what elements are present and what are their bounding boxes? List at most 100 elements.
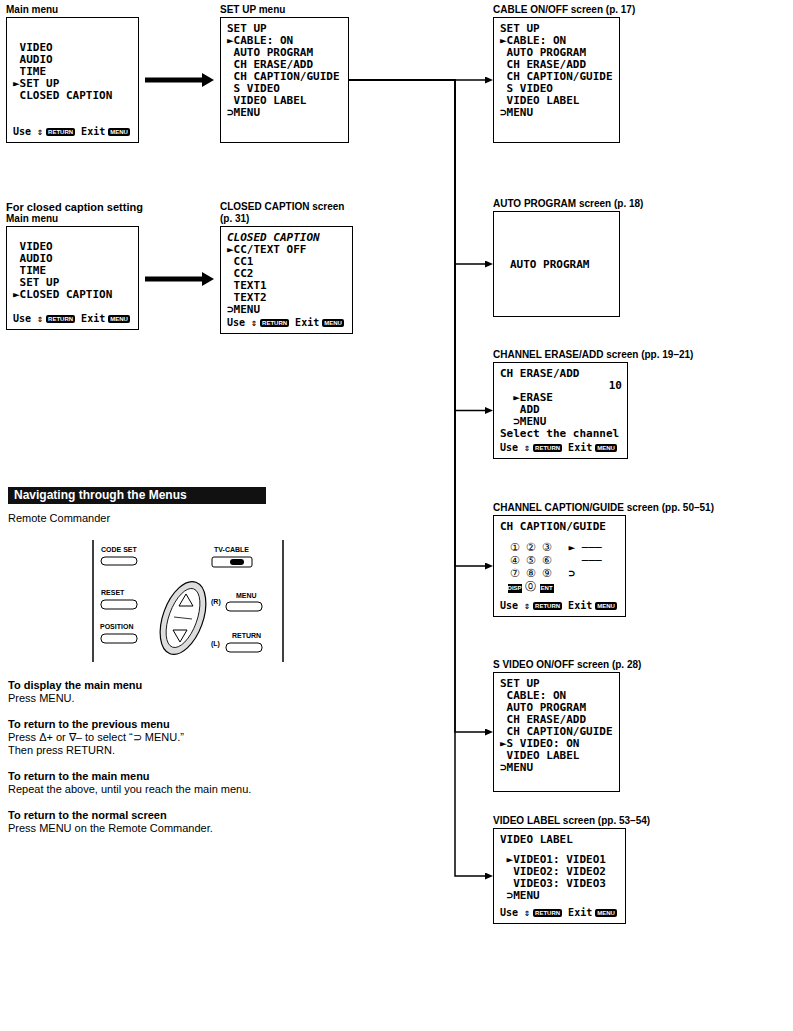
menu-row: ⊃MENU (500, 890, 620, 902)
menu-item: VIDEO (20, 240, 53, 253)
menu-row: CH CAPTION/GUIDE (500, 521, 620, 533)
menu-item: ⑦ (507, 567, 523, 580)
menu-row: TIME (13, 66, 133, 78)
menu-arrow (349, 80, 485, 566)
direction-label: (L) (211, 640, 220, 648)
key-icon: MENU (595, 444, 617, 452)
key-icon: RETURN (533, 909, 562, 917)
menu-item: Select the channel (500, 427, 619, 440)
menu-row: SET UP (500, 23, 614, 35)
menu-row: CH ERASE/ADD (500, 714, 614, 726)
menu-item: CLOSED CAPTION (227, 231, 320, 244)
menu-item: TIME (20, 264, 47, 277)
menu-item: TIME (20, 65, 47, 78)
menu-arrow (349, 80, 485, 264)
menu-item: AUTO PROGRAM (510, 258, 589, 271)
menu-item: ④ (507, 554, 523, 567)
key-icon: RETURN (533, 602, 562, 610)
menu-item: ③ (539, 541, 555, 554)
menu-row: ►ERASE (500, 392, 622, 404)
menu-item: VIDEO LABEL (507, 749, 580, 762)
menu-item: SET UP (227, 22, 267, 35)
screen-title: AUTO PROGRAM screen (p. 18) (493, 198, 643, 210)
button-label: RESET (101, 589, 124, 597)
menu-item: CC1 (234, 255, 254, 268)
menu-row: ⊃MENU (227, 107, 343, 119)
menu-row: Use ⇕RETURNExitMENU (227, 317, 347, 329)
screen-title: For closed caption setting (6, 201, 143, 213)
menu-arrow (349, 80, 485, 732)
menu-row: VIDEO LABEL (500, 95, 614, 107)
key-icon: MENU (322, 319, 344, 327)
menu-item: ►CC/TEXT OFF (227, 243, 306, 256)
menu-item: Exit (81, 313, 105, 325)
menu-row: CH ERASE/ADD (500, 368, 622, 380)
tv-cable-switch (212, 557, 252, 567)
menu-item: Exit (568, 600, 592, 612)
menu-row: ⊃MENU (500, 762, 614, 774)
menu-row: S VIDEO (500, 83, 614, 95)
menu-row: CH CAPTION/GUIDE (500, 71, 614, 83)
menu-row: ►CABLE: ON (500, 35, 614, 47)
menu-item: CH CAPTION/GUIDE (507, 70, 613, 83)
key-icon: RETURN (260, 319, 289, 327)
menu-item: Use ⇕ (500, 600, 530, 612)
button-label: RETURN (232, 632, 261, 640)
menu-item: ⊃MENU (227, 106, 260, 119)
menu-row: CH CAPTION/GUIDE (227, 71, 343, 83)
menu-item: AUTO PROGRAM (507, 701, 586, 714)
code-set-button (101, 557, 137, 565)
menu-item: ►CLOSED CAPTION (13, 288, 112, 301)
screen-title: CABLE ON/OFF screen (p. 17) (493, 4, 635, 16)
section-title: Navigating through the Menus (14, 488, 187, 502)
menu-screen: SET UP menuSET UP►CABLE: ONAUTO PROGRAMC… (220, 17, 349, 143)
menu-row: VIDEO LABEL (500, 834, 620, 846)
key-icon: MENU (108, 128, 130, 136)
instruction-heading: To return to the previous menu (8, 718, 170, 731)
menu-item: S VIDEO (507, 82, 553, 95)
menu-row: Use ⇕RETURNExitMENU (500, 600, 620, 612)
menu-row: ④⑤⑥─── (500, 554, 620, 567)
menu-item: CC2 (234, 267, 254, 280)
menu-screen: For closed caption settingMain menuVIDEO… (6, 226, 139, 330)
menu-row: ►VIDEO1: VIDEO1 (500, 854, 620, 866)
instruction-heading: To return to the normal screen (8, 809, 167, 822)
instruction-heading: To return to the main menu (8, 770, 150, 783)
button-label: TV-CABLE (214, 546, 249, 554)
menu-row: SET UP (500, 678, 614, 690)
menu-row: ►SET UP (13, 78, 133, 90)
menu-item: Use ⇕ (227, 317, 257, 329)
menu-row: TEXT2 (227, 292, 347, 304)
menu-item: ⑨ (539, 567, 555, 580)
menu-item: CH CAPTION/GUIDE (234, 70, 340, 83)
menu-item: Exit (81, 126, 105, 138)
menu-item: Use ⇕ (500, 907, 530, 919)
menu-item: ⊃MENU (227, 303, 260, 316)
key-icon: RETURN (533, 444, 562, 452)
switch-slider (230, 559, 244, 565)
menu-arrow (145, 78, 202, 83)
menu-row: DISP⓪ENT (500, 580, 620, 593)
menu-row: AUTO PROGRAM (500, 47, 614, 59)
section-label: Remote Commander (8, 512, 110, 525)
menu-row: VIDEO (13, 241, 133, 253)
menu-item: ►CABLE: ON (227, 34, 293, 47)
menu-item: TEXT1 (234, 279, 267, 292)
instruction-text: Press MENU. (8, 692, 75, 705)
up-triangle (179, 594, 193, 606)
rocker-divider (174, 617, 192, 619)
menu-item: CABLE: ON (507, 689, 567, 702)
menu-screen: CHANNEL ERASE/ADD screen (pp. 19–21)CH E… (493, 362, 628, 459)
menu-item: ► ─── (569, 541, 602, 554)
menu-item: ① (507, 541, 523, 554)
menu-row: ⊃MENU (500, 416, 622, 428)
menu-item: VIDEO LABEL (234, 94, 307, 107)
position-button (101, 634, 137, 643)
menu-item: ⊃MENU (500, 106, 533, 119)
menu-screen: CABLE ON/OFF screen (p. 17)SET UP►CABLE:… (493, 17, 620, 143)
menu-item: ►VIDEO1: VIDEO1 (507, 853, 606, 866)
instruction-text: Then press RETURN. (8, 744, 115, 757)
rocker-button (151, 575, 215, 660)
